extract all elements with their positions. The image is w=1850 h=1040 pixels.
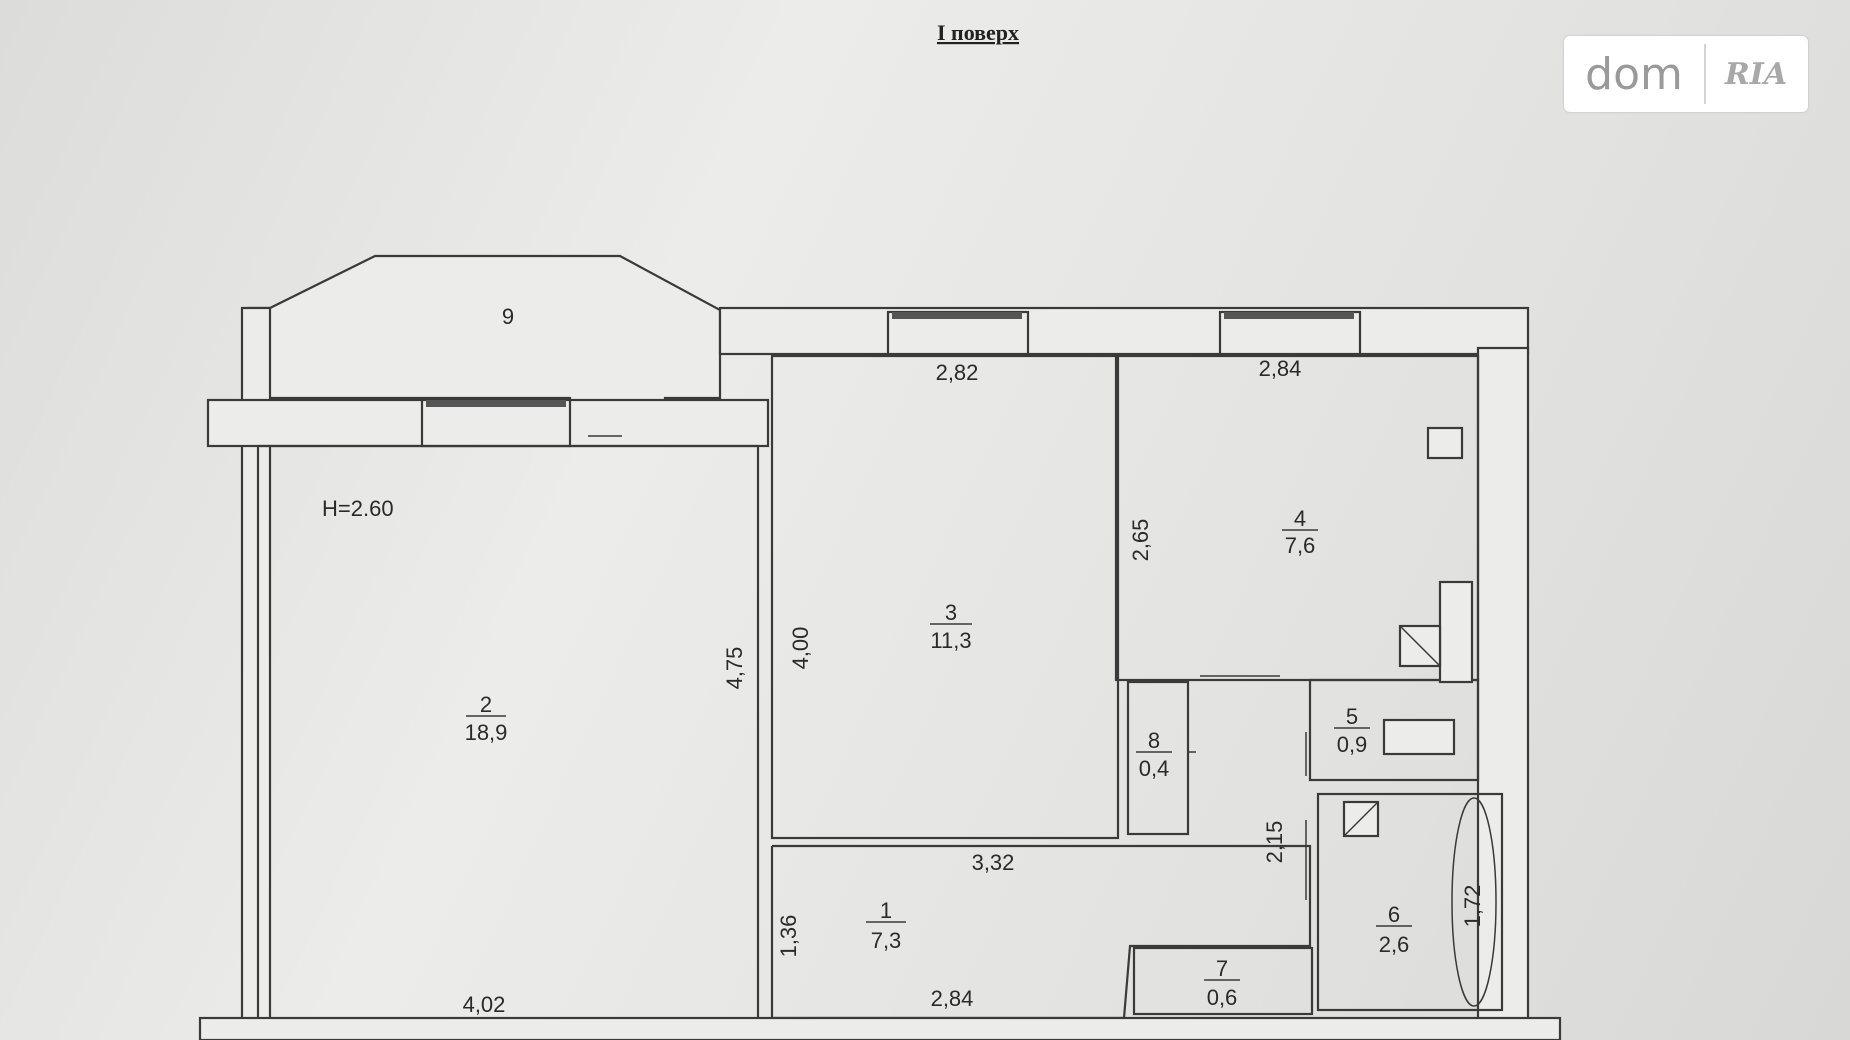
room-1-number: 1 [880, 898, 892, 923]
wall-bottom [198, 1016, 1562, 1040]
dim-1-36: 1,36 [776, 915, 801, 958]
room-6-outline [1316, 792, 1504, 1012]
room-4-number: 4 [1294, 506, 1306, 531]
room-3-area: 11,3 [930, 628, 971, 653]
room-2-area: 18,9 [465, 720, 508, 745]
room-6-area: 2,6 [1379, 932, 1410, 957]
logo-divider [1704, 44, 1706, 104]
room-2-outline [256, 444, 760, 1028]
window-3 [426, 400, 566, 407]
wall-post-1 [1426, 426, 1464, 460]
logo-dom-text: dom [1585, 48, 1683, 100]
room-5-area: 0,9 [1337, 732, 1368, 757]
dim-3-32: 3,32 [972, 850, 1015, 875]
room-1-area: 7,3 [871, 928, 902, 953]
window-2 [1224, 312, 1354, 319]
dim-2-15: 2,15 [1262, 821, 1287, 864]
vent-2-diag [1343, 801, 1379, 837]
dim-2-84-top: 2,84 [1259, 356, 1302, 381]
dim-4-00: 4,00 [788, 627, 813, 670]
room-4-outline [1114, 354, 1480, 682]
dim-2-65: 2,65 [1128, 519, 1153, 562]
window-1 [892, 312, 1022, 319]
vent-1-diag [1399, 625, 1441, 667]
dim-4-02: 4,02 [463, 992, 506, 1017]
room-2-number: 2 [480, 692, 492, 717]
dim-1-72: 1,72 [1460, 885, 1485, 928]
dim-2-82: 2,82 [936, 360, 979, 385]
wall-post-2 [1438, 580, 1474, 684]
room-9-number: 9 [502, 304, 514, 329]
room-8-outline [1126, 680, 1190, 836]
shower-fixture [1382, 718, 1456, 756]
room-3-outline [770, 354, 1120, 840]
dom-ria-logo[interactable]: dom RIA [1564, 36, 1808, 112]
room-8-area: 0,4 [1139, 756, 1170, 781]
wall-top-right [718, 306, 1530, 356]
logo-ria-text: RIA [1724, 56, 1788, 92]
room-4-area: 7,6 [1285, 533, 1316, 558]
room-7-area: 0,6 [1207, 985, 1238, 1010]
room-5-number: 5 [1346, 704, 1358, 729]
room-7-outline [1132, 946, 1314, 1016]
room-6-number: 6 [1388, 902, 1400, 927]
dim-4-75: 4,75 [722, 647, 747, 690]
ceiling-height-label: H=2.60 [322, 496, 394, 521]
room-3-number: 3 [945, 600, 957, 625]
floor-title: I поверх [937, 20, 1019, 45]
room-7-number: 7 [1216, 956, 1228, 981]
room-5-outline [1308, 678, 1480, 782]
bathtub [1451, 797, 1497, 1007]
room-8-number: 8 [1148, 728, 1160, 753]
dim-2-84-bottom: 2,84 [931, 986, 974, 1011]
